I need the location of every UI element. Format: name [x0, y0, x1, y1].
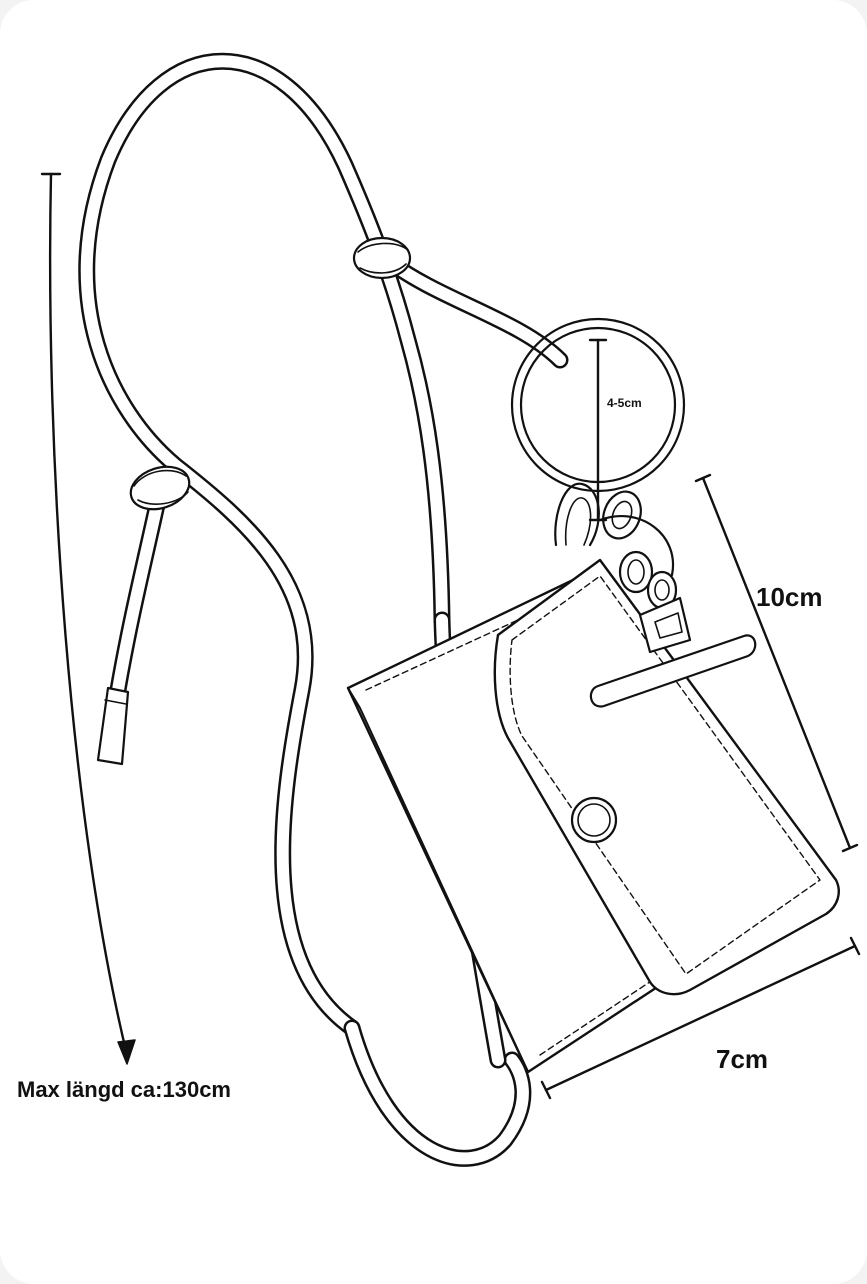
- snap-button: [570, 796, 618, 844]
- strap-cord: [78, 52, 569, 1167]
- length-arrow: [40, 172, 136, 1065]
- upper-knot: [352, 236, 412, 280]
- ring-dimension-line: [588, 338, 608, 522]
- height-label: 10cm: [756, 582, 823, 612]
- lower-knot: [129, 465, 191, 511]
- clasp-hardware: [554, 482, 692, 654]
- height-dimension-line: [694, 473, 859, 853]
- bag-flap: [493, 558, 840, 996]
- max-length-label: Max längd ca:130cm: [17, 1077, 231, 1102]
- strap-tail: [96, 491, 167, 766]
- ring-size-label: 4-5cm: [607, 396, 642, 410]
- toggle-bar: [589, 634, 757, 708]
- width-dimension-line: [540, 936, 861, 1100]
- width-label: 7cm: [716, 1044, 769, 1074]
